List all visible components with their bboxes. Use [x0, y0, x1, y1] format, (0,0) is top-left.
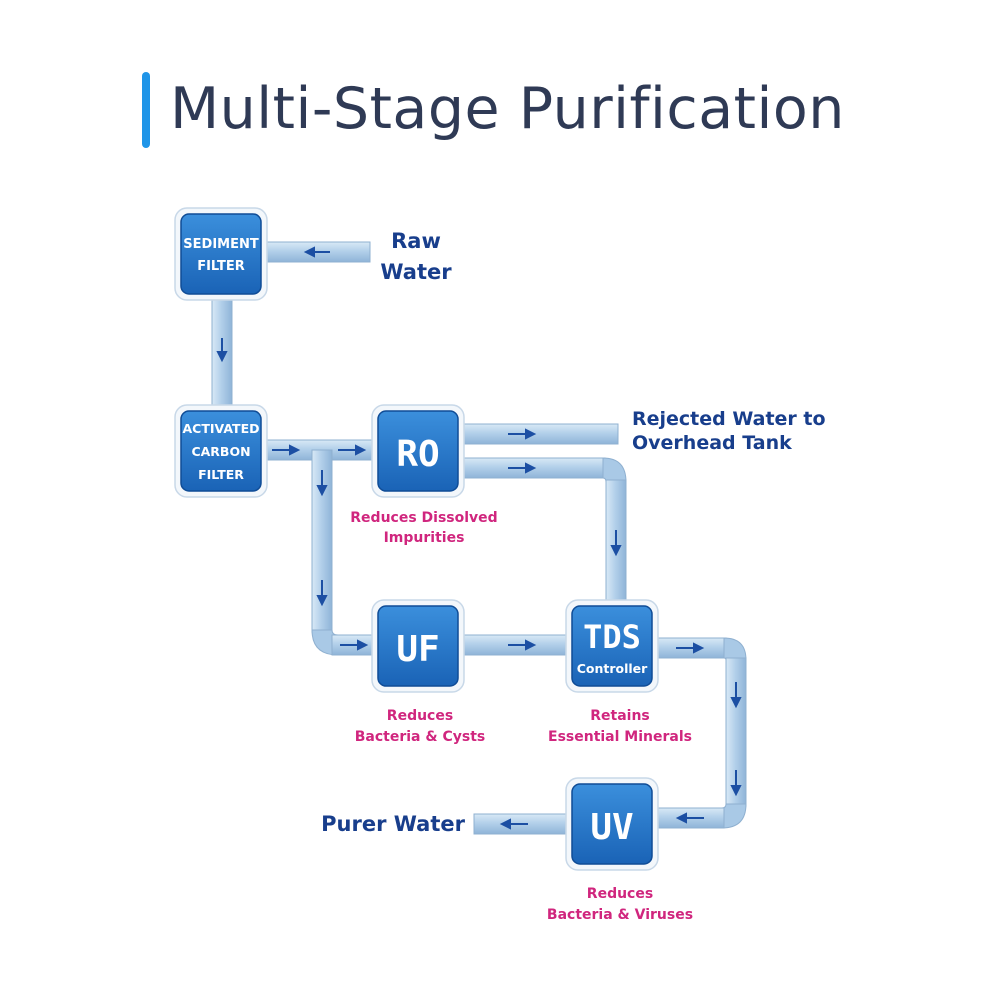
uv-description-line2: Bacteria & Viruses: [547, 907, 693, 923]
sediment-label-line1: SEDIMENT: [183, 237, 259, 252]
arrow-right-icon: [508, 639, 537, 651]
arrow-left-icon: [499, 818, 528, 830]
pipe-elbow-tds-right: [723, 637, 747, 661]
rejected-water-label-line2: Overhead Tank: [632, 432, 792, 454]
carbon-label-line3: FILTER: [198, 467, 244, 482]
tds-description-line1: Retains: [590, 708, 650, 724]
arrow-down-icon: [610, 530, 622, 557]
arrow-down-icon: [316, 470, 328, 497]
tds-sublabel: Controller: [577, 661, 648, 676]
ro-description-line2: Impurities: [384, 530, 465, 546]
carbon-label-line2: CARBON: [191, 444, 250, 459]
arrow-down-icon: [730, 682, 742, 709]
stage-sediment-filter: SEDIMENT FILTER: [174, 207, 268, 301]
stage-carbon-filter: ACTIVATED CARBON FILTER: [174, 404, 268, 498]
arrow-right-icon: [676, 642, 705, 654]
stage-uv: UV: [565, 777, 659, 871]
arrow-down-icon: [730, 770, 742, 797]
stage-ro: RO: [371, 404, 465, 498]
pipe-elbow-ro-tds: [602, 457, 627, 483]
raw-water-label-line1: Raw: [391, 229, 441, 253]
uf-description-line1: Reduces: [387, 708, 453, 724]
arrow-right-icon: [508, 428, 537, 440]
ro-label: RO: [396, 434, 439, 475]
arrow-left-icon: [675, 812, 704, 824]
arrow-right-icon: [338, 444, 367, 456]
flow-arrows: [216, 246, 742, 830]
uf-description-line2: Bacteria & Cysts: [355, 729, 485, 745]
arrow-down-icon: [316, 580, 328, 607]
arrow-right-icon: [272, 444, 301, 456]
uv-description-line1: Reduces: [587, 886, 653, 902]
stage-uf: UF: [371, 599, 465, 693]
arrow-left-icon: [303, 246, 330, 258]
rejected-water-label-line1: Rejected Water to: [632, 408, 826, 430]
page-title: Multi-Stage Purification: [170, 76, 845, 142]
raw-water-label-line2: Water: [380, 260, 452, 284]
carbon-label-line1: ACTIVATED: [183, 421, 260, 436]
sediment-label-line2: FILTER: [197, 259, 245, 274]
tds-description-line2: Essential Minerals: [548, 729, 692, 745]
stage-tds-controller: TDS Controller: [565, 599, 659, 693]
arrow-right-icon: [508, 462, 537, 474]
uf-label: UF: [396, 629, 439, 670]
title-accent-bar: [142, 72, 150, 148]
arrow-right-icon: [340, 639, 369, 651]
uv-label: UV: [590, 807, 633, 848]
ro-description-line1: Reduces Dissolved: [350, 510, 497, 526]
pipe-ro-reject: [459, 423, 619, 445]
purer-water-label: Purer Water: [321, 812, 465, 836]
pipe-elbow-uv-right: [721, 803, 747, 829]
arrow-down-icon: [216, 338, 228, 363]
tds-label: TDS: [583, 618, 641, 656]
pipes: [211, 241, 747, 835]
